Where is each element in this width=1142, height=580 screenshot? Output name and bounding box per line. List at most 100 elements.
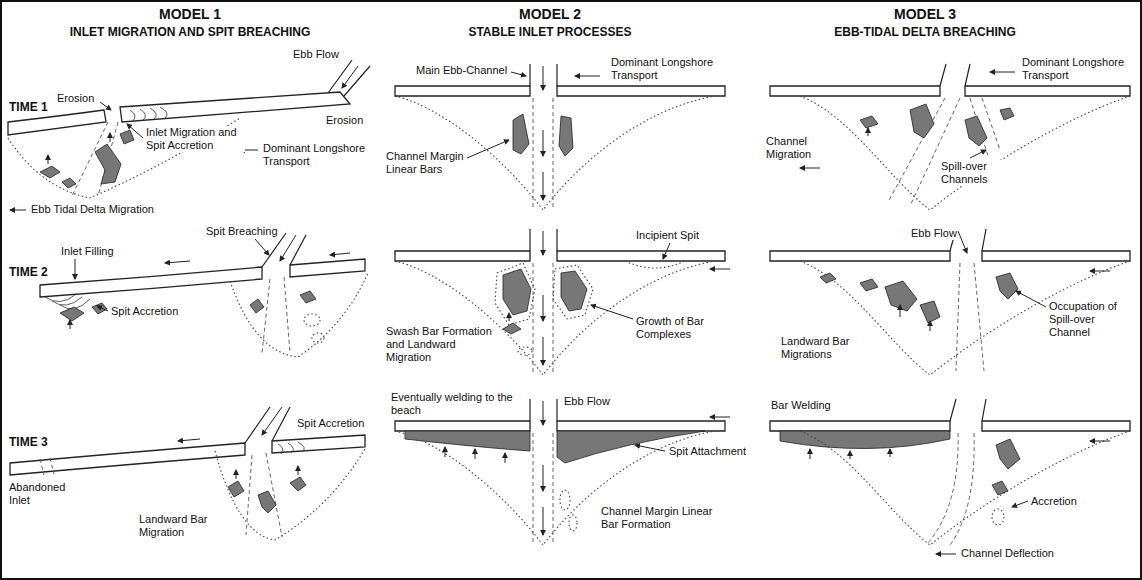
time-label: TIME 2 — [8, 265, 49, 279]
flow-arrow — [10, 210, 26, 211]
sand-bar — [95, 144, 121, 184]
barrier-band — [770, 421, 950, 431]
process-label: Eventually welding to the beach — [390, 391, 525, 417]
time-label: TIME 1 — [8, 100, 49, 114]
process-label: Abandoned Inlet — [8, 481, 78, 507]
delta-outline — [560, 490, 570, 510]
barrier-band — [272, 435, 365, 453]
flow-arrow — [850, 451, 851, 459]
process-label: Dominant Longshore Transport — [610, 56, 730, 82]
process-label: Ebb Tidal Delta Migration — [30, 203, 155, 216]
model3-time3 — [770, 399, 1130, 554]
flow-arrow — [97, 306, 108, 311]
sand-bar — [503, 323, 521, 334]
delta-outline — [230, 273, 368, 357]
accretion-ridge — [45, 295, 90, 309]
channel-line — [956, 263, 984, 371]
delta-outline — [304, 314, 320, 326]
flow-arrow — [890, 449, 891, 457]
flow-arrow — [868, 128, 869, 136]
channel-line — [40, 458, 54, 475]
accretion-ridge — [130, 107, 167, 121]
model-subtitle: INLET MIGRATION AND SPIT BREACHING — [10, 25, 370, 40]
flow-arrow — [342, 66, 358, 88]
flow-arrow — [505, 453, 506, 463]
barrier-band — [770, 251, 950, 261]
shore-line — [950, 399, 986, 421]
flow-arrow — [575, 76, 600, 77]
sand-bar — [780, 431, 950, 449]
flow-arrow — [100, 102, 111, 110]
model-heading: MODEL 3 — [745, 6, 1105, 23]
sand-bar — [965, 116, 987, 146]
process-label: Ebb Flow — [910, 227, 958, 240]
sand-bar — [120, 130, 134, 144]
process-label: Spill-over Channels — [940, 160, 1015, 186]
process-label: Ebb Flow — [292, 48, 340, 61]
sand-bar — [996, 439, 1020, 469]
flow-arrow — [445, 447, 446, 457]
sand-bar — [996, 273, 1018, 299]
flow-arrow — [280, 235, 296, 261]
flow-arrow — [475, 449, 476, 459]
process-label: Main Ebb-Channel — [415, 64, 508, 77]
flow-arrow — [110, 133, 111, 142]
sand-bar — [561, 271, 587, 311]
flow-arrow — [810, 449, 811, 459]
process-label: Channel Deflection — [960, 547, 1055, 560]
flow-arrow — [958, 231, 967, 253]
channel-line — [262, 277, 290, 353]
process-label: Ebb Flow — [563, 395, 611, 408]
sand-bar — [250, 299, 264, 313]
delta-outline — [215, 449, 365, 540]
sand-bar — [559, 116, 573, 156]
sand-bar — [228, 481, 244, 497]
flow-arrow — [710, 417, 730, 418]
flow-arrow — [255, 239, 269, 255]
sand-bar — [258, 491, 276, 513]
flow-arrow — [1090, 441, 1110, 442]
process-label: Dominant Longshore Transport — [1021, 56, 1136, 82]
sand-bar — [503, 269, 531, 315]
accretion-ridge — [278, 442, 304, 454]
delta-outline — [992, 509, 1004, 525]
process-label: Spit Accretion — [110, 305, 179, 318]
model-heading: MODEL 1 — [10, 6, 370, 23]
time-label: TIME 3 — [8, 435, 49, 449]
process-label: Erosion — [325, 114, 364, 127]
process-label: Occupation of Spill-over Channel — [1048, 300, 1133, 339]
flow-arrow — [900, 305, 901, 317]
flow-arrow — [165, 261, 190, 263]
sand-bar — [40, 166, 60, 178]
flow-arrow — [1012, 501, 1028, 507]
barrier-band — [965, 86, 1130, 96]
model-heading: MODEL 2 — [370, 6, 730, 23]
sand-bar — [910, 104, 934, 138]
model2-time1 — [395, 64, 725, 210]
sand-bar — [885, 281, 917, 311]
process-label: Accretion — [1030, 495, 1078, 508]
flow-arrow — [48, 155, 49, 164]
delta-outline — [312, 333, 324, 343]
sand-bar — [992, 481, 1008, 495]
barrier-band — [982, 251, 1130, 261]
process-label: Inlet Migration and Spit Accretion — [145, 126, 245, 152]
inlet-base — [395, 64, 725, 210]
process-label: Inlet Filling — [60, 245, 115, 258]
model2-time3 — [395, 399, 730, 545]
process-label: Bar Welding — [770, 399, 832, 412]
flow-arrow — [511, 72, 526, 76]
barrier-band — [40, 267, 262, 297]
process-label: Channel Migration — [765, 135, 845, 161]
process-label: Spit Attachment — [668, 445, 747, 458]
process-label: Landward Bar Migration — [138, 513, 228, 539]
flow-arrow — [75, 259, 76, 279]
process-label: Spit Accretion — [296, 417, 365, 430]
delta-outline — [800, 96, 1130, 210]
barrier-band — [982, 421, 1130, 431]
process-label: Spit Breaching — [205, 225, 279, 238]
sand-bar — [820, 273, 836, 283]
delta-outline — [800, 431, 1130, 545]
